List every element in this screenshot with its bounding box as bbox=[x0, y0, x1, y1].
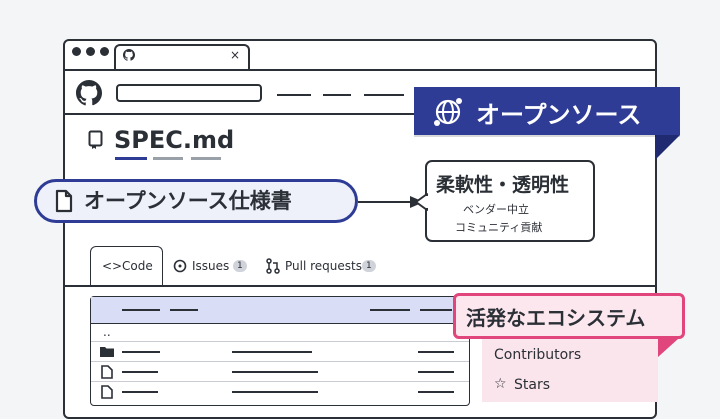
nav-placeholder-line bbox=[277, 94, 311, 96]
star-icon: ☆ bbox=[494, 376, 507, 392]
pr-count-badge: 1 bbox=[362, 260, 376, 272]
table-row bbox=[418, 391, 454, 393]
side-panel bbox=[482, 339, 658, 402]
title-underline bbox=[115, 157, 147, 160]
features-bubble bbox=[425, 160, 595, 242]
table-row[interactable] bbox=[122, 351, 160, 353]
file-icon bbox=[101, 365, 113, 379]
nav-placeholder-line bbox=[323, 94, 351, 96]
header-placeholder-line bbox=[170, 309, 198, 311]
row-divider bbox=[91, 341, 469, 342]
header-placeholder-line bbox=[122, 309, 160, 311]
tab-code[interactable] bbox=[90, 246, 163, 286]
window-control-dot[interactable] bbox=[86, 47, 95, 56]
file-icon bbox=[101, 385, 113, 399]
code-icon: <> bbox=[102, 259, 123, 273]
folder-icon bbox=[100, 347, 114, 357]
titlebar-divider bbox=[64, 69, 656, 71]
stars-link[interactable]: Stars bbox=[514, 377, 551, 393]
browser-tab[interactable] bbox=[114, 44, 250, 71]
document-icon bbox=[55, 189, 73, 213]
header-placeholder-line bbox=[370, 309, 410, 311]
banner-label: オープンソース bbox=[476, 101, 642, 129]
github-tab-icon bbox=[123, 49, 135, 61]
row-divider bbox=[91, 361, 469, 362]
table-row bbox=[232, 371, 318, 373]
ecosystem-label bbox=[453, 293, 685, 339]
parent-directory-link[interactable]: .. bbox=[103, 325, 111, 339]
header-divider bbox=[64, 113, 656, 115]
table-row bbox=[232, 391, 318, 393]
title-underline bbox=[191, 157, 221, 160]
tab-issues-label[interactable]: Issues bbox=[192, 259, 230, 273]
contributors-link[interactable]: Contributors bbox=[494, 347, 582, 363]
table-row[interactable] bbox=[122, 371, 158, 373]
issues-count-badge: 1 bbox=[233, 260, 247, 272]
globe-network-icon bbox=[434, 98, 462, 126]
bubble-pointer bbox=[415, 193, 429, 211]
table-row bbox=[232, 351, 312, 353]
address-bar[interactable] bbox=[116, 84, 262, 102]
tab-close-icon[interactable]: × bbox=[230, 48, 241, 62]
window-control-dot[interactable] bbox=[72, 47, 81, 56]
pull-request-icon bbox=[266, 258, 280, 274]
header-placeholder-line bbox=[420, 309, 452, 311]
github-logo-icon[interactable] bbox=[76, 80, 102, 106]
bubble-line: コミュニティ貢献 bbox=[455, 221, 543, 234]
file-title: SPEC.md bbox=[114, 126, 235, 154]
table-row bbox=[418, 371, 454, 373]
window-control-dot[interactable] bbox=[100, 47, 109, 56]
tab-pull-requests-label[interactable]: Pull requests bbox=[285, 259, 362, 273]
book-icon bbox=[88, 130, 103, 149]
banner-fold bbox=[656, 135, 680, 159]
bubble-line: ベンダー中立 bbox=[463, 203, 529, 216]
table-row[interactable] bbox=[122, 391, 158, 393]
nav-placeholder-line bbox=[364, 94, 404, 96]
tabs-divider bbox=[64, 285, 656, 287]
row-divider bbox=[91, 381, 469, 382]
spec-pill-label: オープンソース仕様書 bbox=[84, 189, 292, 213]
ecosystem-label-fold bbox=[658, 339, 678, 357]
table-row bbox=[418, 351, 454, 353]
bubble-title: 柔軟性・透明性 bbox=[436, 174, 570, 196]
title-underline bbox=[153, 157, 183, 160]
issue-circle-icon bbox=[173, 259, 187, 273]
spec-pill bbox=[34, 179, 358, 223]
ecosystem-label-text: 活発なエコシステム bbox=[466, 306, 646, 330]
tab-code-label: Code bbox=[122, 259, 153, 273]
